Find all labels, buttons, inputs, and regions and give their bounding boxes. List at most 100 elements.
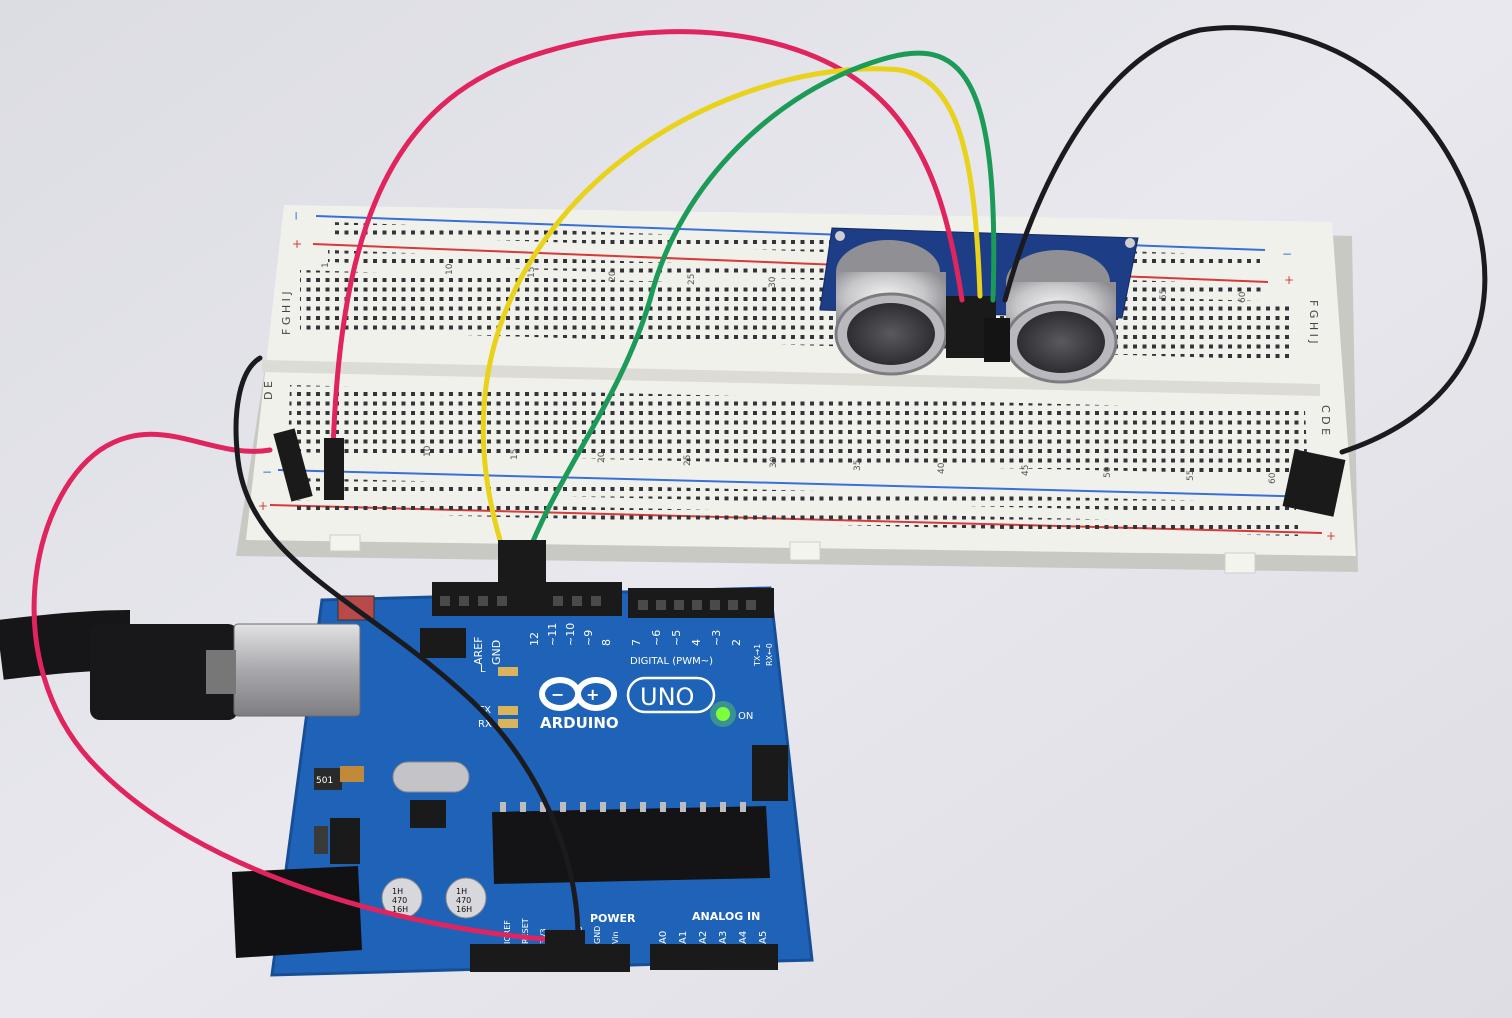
column-numbers-top: 1 10 15 20 25 30 55 60: [321, 262, 1248, 303]
col-num: 15: [527, 267, 537, 278]
svg-text:1H: 1H: [392, 887, 403, 896]
col-num: 20: [597, 451, 607, 463]
barrel-jack: [232, 866, 362, 958]
pin-label: A0: [658, 931, 669, 944]
usb-plug-housing: [90, 624, 238, 720]
row-letters-left-lower: D E: [262, 381, 275, 400]
pin-label: AREF: [472, 637, 485, 665]
wire-green: [524, 50, 997, 559]
breadboard: − + − + − + − + F G H I J D E F G H I J …: [236, 205, 1358, 574]
brand-label: ARDUINO: [540, 714, 619, 732]
col-num: 10: [445, 263, 455, 275]
power-label: POWER: [590, 912, 636, 925]
icsp-header: [420, 628, 466, 658]
arduino-logo: − +: [539, 677, 618, 711]
svg-text:16H: 16H: [456, 905, 472, 914]
pin-label: ~6: [650, 630, 663, 646]
svg-text:1H: 1H: [456, 887, 467, 896]
pin-label: A3: [718, 931, 729, 944]
svg-text:−: −: [551, 685, 564, 704]
power-led: [716, 707, 730, 721]
crystal-oscillator: [392, 761, 470, 793]
sensor-transducer-right: [1004, 250, 1118, 384]
col-num: 45: [1021, 465, 1031, 476]
l-label: L: [480, 664, 486, 675]
pin-label: IOREF: [503, 920, 512, 944]
pin-label: ~11: [546, 623, 559, 646]
pin-label: 8: [600, 639, 613, 646]
svg-text:+: +: [586, 685, 599, 704]
analog-label: ANALOG IN: [692, 910, 760, 923]
rx-label: RX: [478, 719, 492, 730]
arduino-uno-board: AREF GND 12 ~11 ~10 ~9 8 7 ~6 ~5 4 ~3 2 …: [232, 582, 814, 977]
col-num: 60: [1268, 472, 1278, 484]
wire-red-top: [330, 29, 965, 453]
pin-label: GND: [593, 926, 602, 944]
rail-minus-bottom-left: −: [262, 465, 272, 479]
row-letters-top-left: F G H I J: [280, 291, 293, 335]
pin-label: RX←0: [765, 643, 774, 666]
column-numbers-bottom: 10 15 20 25 30 35 40 45 50 55 60: [423, 445, 1278, 484]
pin-label: 2: [730, 639, 743, 646]
pin-label: GND: [490, 640, 503, 665]
col-num: 60: [1238, 291, 1248, 303]
pin-label: A2: [698, 931, 709, 944]
col-num: 20: [608, 270, 618, 282]
rail-plus-top-left: +: [290, 239, 304, 249]
svg-text:470: 470: [456, 896, 471, 905]
usb-cable: [0, 610, 361, 720]
svg-text:470: 470: [392, 896, 407, 905]
analog-header: [650, 944, 778, 970]
pin-label: Vin: [611, 931, 620, 944]
wire-black-right: [1002, 25, 1488, 455]
model-label: UNO: [640, 683, 694, 711]
col-num: 25: [683, 455, 693, 466]
col-num: 30: [768, 276, 778, 288]
pin-label: A5: [758, 931, 769, 944]
fuse-label: 501: [316, 776, 333, 786]
capacitor-2: 1H 470 16H: [445, 877, 487, 919]
col-num: 30: [769, 456, 779, 468]
pin-label: A4: [738, 931, 749, 944]
pin-label: 4: [690, 639, 703, 646]
wire-yellow: [480, 66, 983, 559]
pin-label: ~9: [582, 630, 595, 646]
bottom-rail-blue-line: [277, 469, 1321, 498]
wire-black-gnd: [233, 355, 581, 948]
breadboard-center-channel: [262, 360, 1320, 396]
col-num: 50: [1103, 466, 1113, 478]
pin-label: ~5: [670, 630, 683, 646]
col-num: 15: [510, 449, 520, 460]
jumper-wires: [31, 25, 1488, 954]
usb-b-connector: [233, 623, 361, 717]
rail-plus-bottom-left: +: [258, 499, 268, 513]
col-num: 35: [853, 460, 863, 471]
digital-label: DIGITAL (PWM~): [630, 656, 713, 667]
on-label: ON: [738, 711, 753, 722]
row-letters-right: F G H I J: [1307, 300, 1320, 344]
svg-text:16H: 16H: [392, 905, 408, 914]
sensor-transducer-left: [834, 240, 948, 376]
rail-minus-top-right: −: [1282, 247, 1292, 261]
pin-label: TX→1: [753, 644, 762, 667]
pin-label: ~3: [710, 630, 723, 646]
pin-label: 3V3: [539, 928, 548, 944]
pin-label: ~10: [564, 623, 577, 646]
col-num: 40: [937, 462, 947, 474]
col-num: 25: [687, 274, 697, 285]
rail-plus-top-right: +: [1284, 273, 1294, 287]
atmega-chip: [492, 806, 770, 884]
rail-plus-bottom-right: +: [1326, 529, 1336, 543]
pin-label: 12: [528, 632, 541, 646]
row-letters-right-lower: C D E: [1319, 405, 1332, 435]
rail-minus-top-left: −: [289, 211, 303, 221]
pin-label: A1: [678, 931, 689, 944]
col-num: 1: [321, 262, 331, 268]
col-num: 55: [1159, 289, 1169, 300]
col-num: 55: [1186, 470, 1196, 481]
pin-label: 7: [630, 639, 643, 646]
col-num: 10: [423, 445, 433, 457]
pin-label: RESET: [521, 918, 530, 944]
wire-red-power: [31, 431, 558, 943]
